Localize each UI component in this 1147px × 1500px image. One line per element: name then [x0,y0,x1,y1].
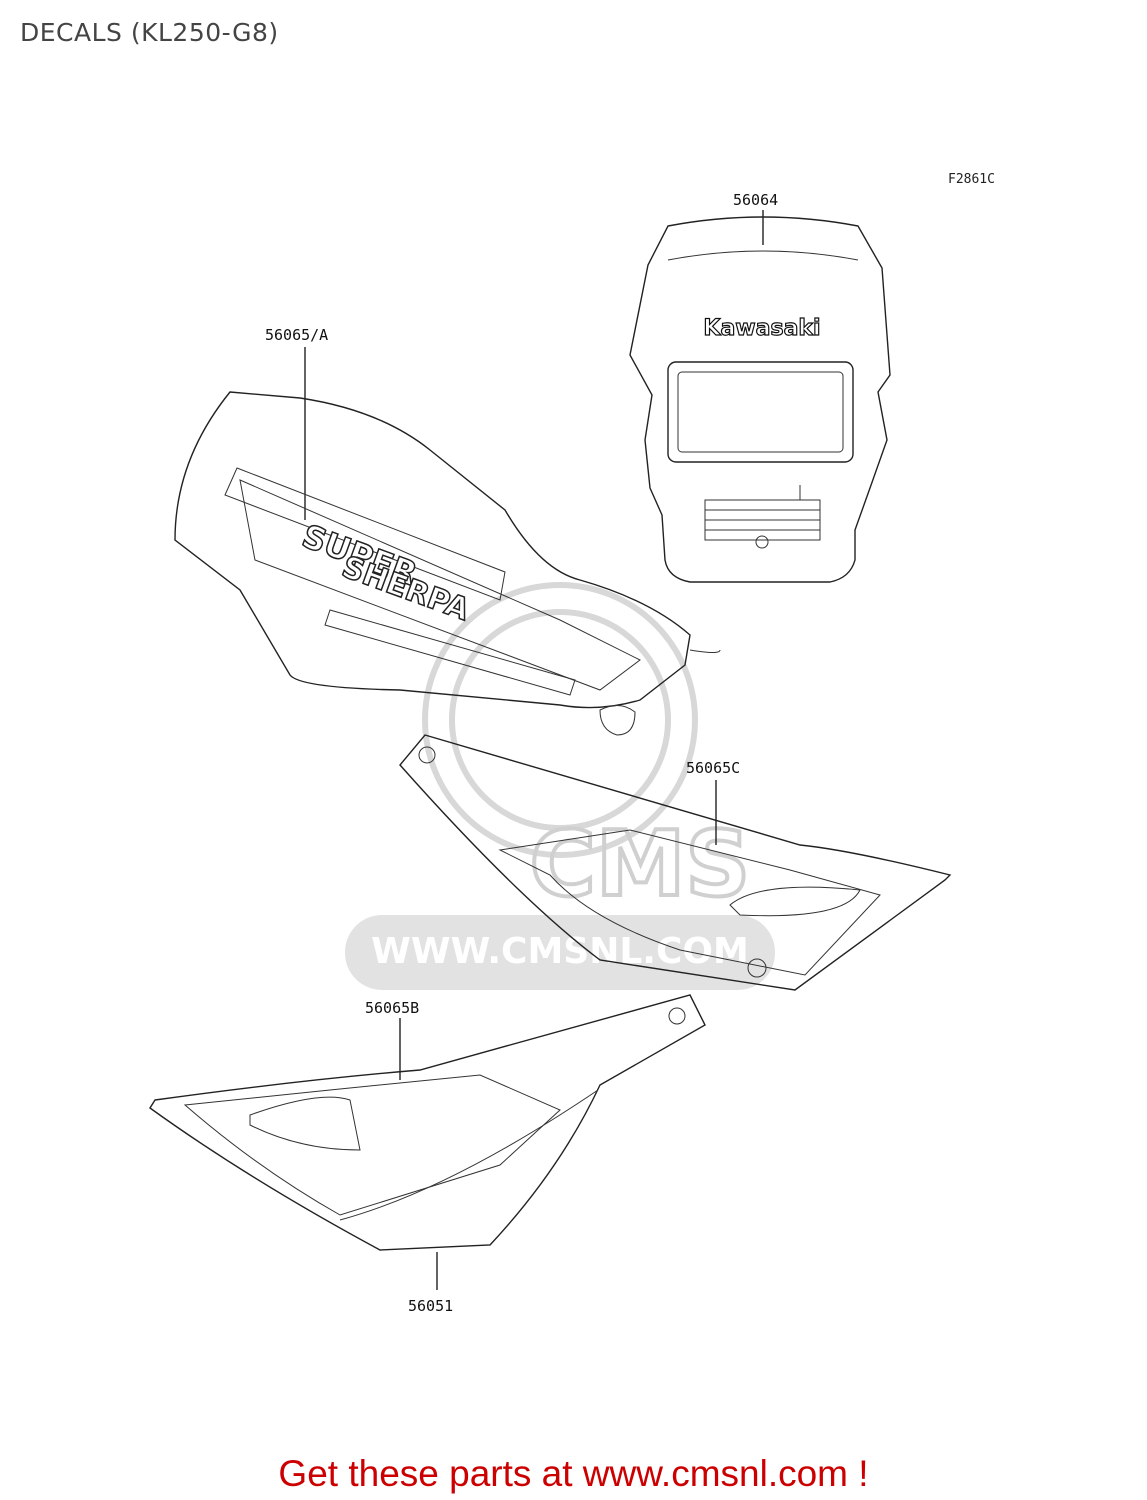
side-cover-right-panel [498,829,881,976]
tank-decal-stripe-bottom [324,609,576,696]
watermark-brand: CMS [530,812,750,917]
side-cover-left-outline [149,994,706,1251]
kawasaki-logo: Kawasaki [703,316,820,341]
side-cover-left-swoosh [249,1096,361,1151]
callout-56065c: 56065C [686,759,740,777]
callout-56064: 56064 [733,191,778,209]
tank-decal-stripe-top [224,467,506,601]
fuel-tank-decal: 56065/A SUPER SHERPA [174,326,721,736]
headlight-window-outer [667,361,854,463]
side-cover-right-swoosh [729,886,861,917]
headlight-cover-outline [629,216,891,583]
tank-vent-hose [689,649,721,653]
callout-56065-a: 56065/A [265,326,328,344]
side-cover-left-hole [668,1007,686,1025]
footer-shop-link[interactable]: Get these parts at www.cmsnl.com ! [278,1453,869,1494]
headlight-window-inner [677,371,844,453]
side-cover-right-outline [399,734,952,991]
headlight-cover-top-line [667,250,859,261]
side-cover-left-lower-edge [339,1089,599,1221]
watermark: WWW.CMSNL.COM CMS [345,582,775,990]
watermark-circle [422,582,698,858]
watermark-url: WWW.CMSNL.COM [371,931,749,972]
side-cover-right-decal: 56065C [399,734,952,991]
watermark-banner [345,915,775,990]
figure-code: F2861C [948,172,995,187]
callout-56065b: 56065B [365,999,419,1017]
headlight-vent [704,499,821,541]
side-cover-left-panel [183,1074,561,1216]
headlight-cover-decal: 56064 Kawasaki [629,191,891,583]
side-cover-right-hole-bottom [747,958,767,978]
tank-decal-panel [239,479,641,691]
watermark-inner-circle [449,609,671,831]
callout-56051: 56051 [408,1297,453,1315]
lower-decal: 56051 [408,1252,453,1315]
page-title: DECALS (KL250-G8) [20,18,279,47]
side-cover-left-decal: 56065B [149,994,706,1251]
headlight-mount-hole [755,535,769,549]
fuel-tank-outline [174,391,691,709]
side-cover-right-hole-top [418,746,436,764]
tank-mount-tab [599,705,636,736]
